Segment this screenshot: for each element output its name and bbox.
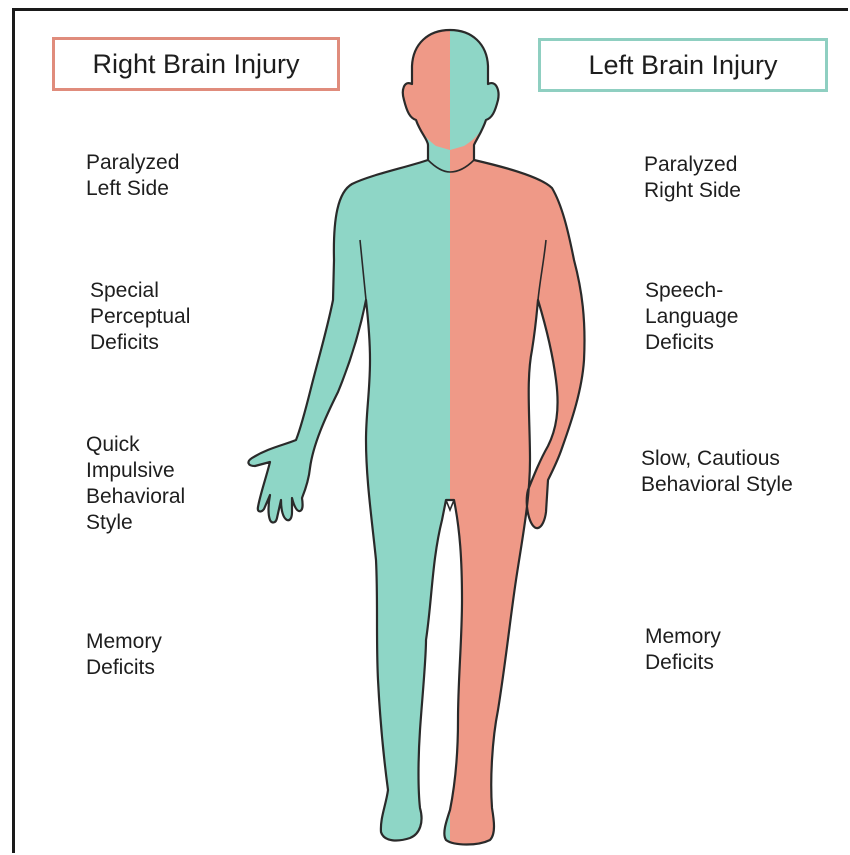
right-brain-effect-behavior: Quick Impulsive Behavioral Style [86, 432, 185, 536]
left-brain-effect-memory: Memory Deficits [645, 624, 721, 676]
right-brain-effect-paralysis: Paralyzed Left Side [86, 150, 179, 202]
body-left-half [248, 30, 584, 845]
left-brain-effect-speech: Speech- Language Deficits [645, 278, 738, 356]
right-brain-effect-memory: Memory Deficits [86, 629, 162, 681]
right-brain-effect-perceptual: Special Perceptual Deficits [90, 278, 190, 356]
left-brain-injury-title: Left Brain Injury [538, 38, 828, 92]
left-brain-effect-behavior: Slow, Cautious Behavioral Style [641, 446, 793, 498]
right-brain-injury-title: Right Brain Injury [52, 37, 340, 91]
left-brain-effect-paralysis: Paralyzed Right Side [644, 152, 741, 204]
